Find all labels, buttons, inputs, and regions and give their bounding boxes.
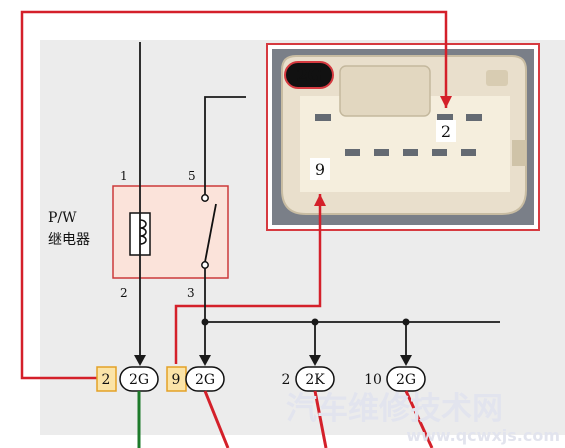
outgoing-red-wires [203, 390, 434, 448]
relay-pin-3: 3 [187, 286, 195, 300]
pin-number: 2 [102, 372, 111, 388]
relay-name: P/W [48, 210, 77, 226]
relay [112, 185, 229, 279]
watermark-url: www.qcwxjs.com [406, 426, 560, 445]
connector-id: 2G [129, 372, 149, 388]
bottom-connector-1: 2 2G [96, 366, 159, 392]
wire-arrows [134, 355, 412, 366]
bottom-connector-3: 2 2K [282, 366, 335, 392]
connector-side-tab [512, 140, 526, 166]
relay-coil [139, 219, 147, 245]
terminal [437, 114, 453, 121]
red-arrow-pin-2 [440, 96, 452, 108]
relay-pin-1: 1 [120, 169, 128, 183]
red-arrow-pin-9 [314, 194, 326, 206]
terminal [403, 149, 418, 156]
bottom-connector-4: 10 2G [364, 366, 426, 392]
terminal [432, 149, 447, 156]
connector-badge-label: 2G [296, 66, 322, 86]
black-wires [139, 42, 500, 364]
bottom-connector-2: 9 2G [166, 366, 225, 392]
pin-number-box [96, 366, 117, 392]
relay-contact-top [201, 194, 209, 202]
pin-number: 10 [364, 372, 382, 388]
pin-number: 2 [282, 372, 291, 388]
relay-switch-blade [204, 203, 217, 263]
connector-photo: 2G 2 9 [266, 43, 540, 231]
relay-contact-bottom [201, 261, 209, 269]
terminal [466, 114, 482, 121]
wire-junctions [201, 318, 410, 326]
connector-badge [284, 61, 334, 89]
connector-latch [339, 65, 431, 117]
relay-name-cn: 继电器 [48, 232, 90, 248]
connector-key [486, 70, 508, 86]
terminal [374, 149, 389, 156]
terminal [315, 114, 331, 121]
connector-id: 2G [396, 372, 416, 388]
pin-2-label-box [436, 120, 456, 142]
relay-pin-5: 5 [188, 169, 196, 183]
pin-9-label: 9 [315, 160, 325, 179]
terminal [461, 149, 476, 156]
terminal [345, 149, 360, 156]
pin-9-label-box [310, 158, 330, 180]
watermark-title: 汽车维修技术网 [286, 391, 503, 427]
connector-id: 2G [195, 372, 215, 388]
connector-id: 2K [305, 372, 325, 388]
relay-pin-2: 2 [120, 286, 128, 300]
pin-number: 9 [172, 372, 181, 388]
pin-2-label: 2 [441, 122, 451, 141]
red-wire-pin-2 [20, 10, 452, 380]
red-wire-pin-9 [174, 194, 326, 364]
